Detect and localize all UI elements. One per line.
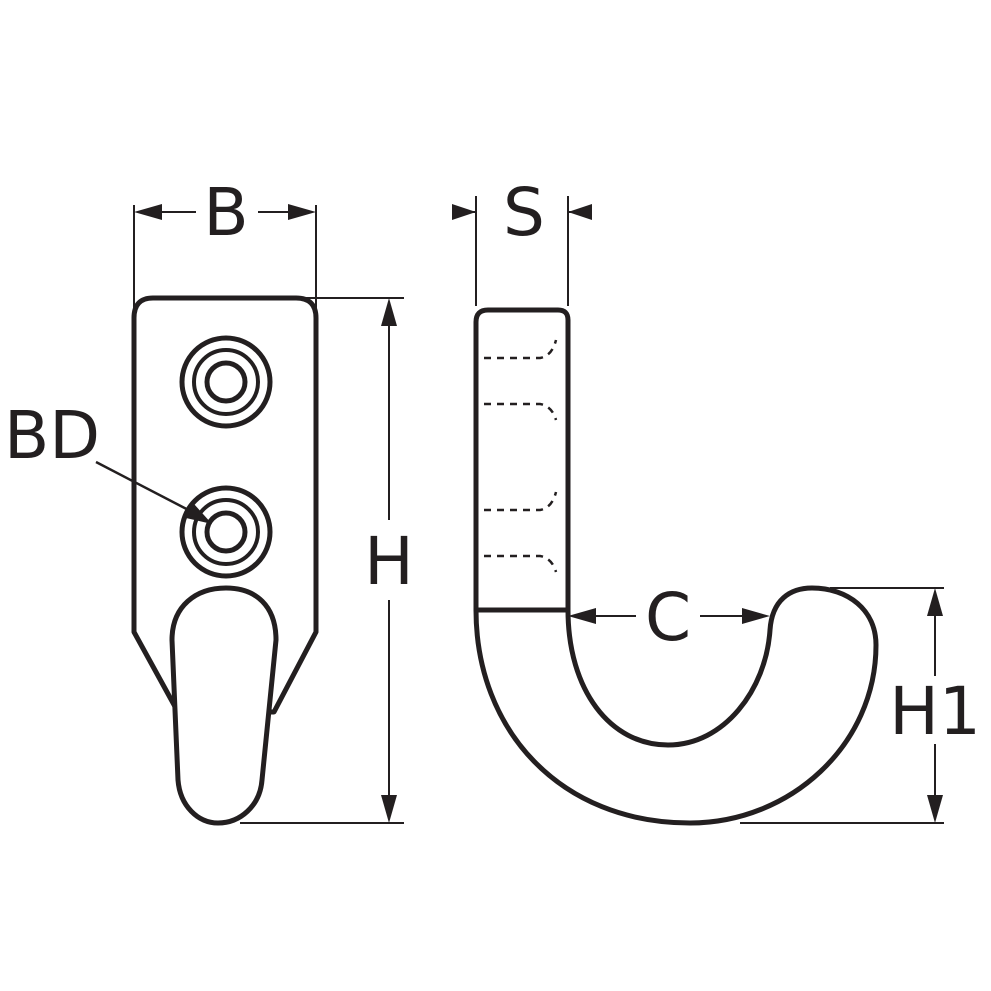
- dimension-h: H: [240, 297, 414, 824]
- side-hook-outline: [473, 307, 879, 826]
- label-bd: BD: [4, 397, 100, 474]
- screw-hole-bottom: [179, 485, 273, 579]
- hidden-hole-lines: [484, 339, 558, 573]
- label-b: B: [203, 174, 248, 251]
- front-view: [131, 295, 319, 826]
- front-hook-tongue: [169, 585, 279, 826]
- dimension-bd: BD: [4, 397, 212, 524]
- label-h1: H1: [889, 673, 981, 750]
- dimension-h1: H1: [740, 587, 981, 824]
- dimension-s: S: [452, 174, 592, 306]
- dimension-b: B: [133, 174, 317, 308]
- label-c: C: [645, 579, 691, 656]
- label-s: S: [503, 174, 545, 251]
- label-h: H: [364, 523, 414, 600]
- side-view: [473, 307, 879, 826]
- dimension-c: C: [568, 579, 770, 656]
- screw-hole-top: [179, 335, 273, 429]
